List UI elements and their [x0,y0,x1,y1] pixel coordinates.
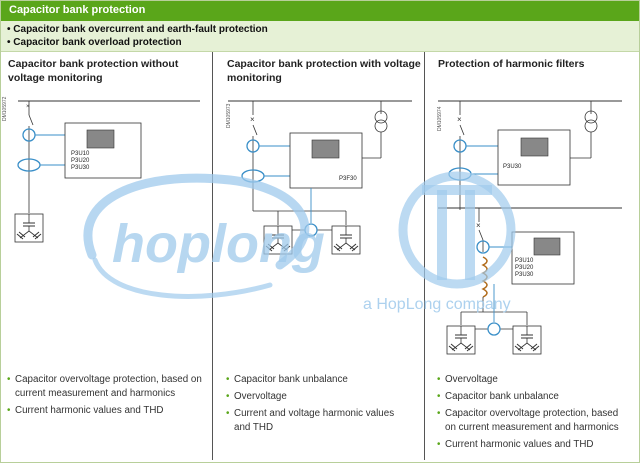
svg-text:×: × [26,104,30,110]
relay-label-2: P3F30 [339,176,357,182]
list-item: •Current and voltage harmonic values [226,408,395,419]
relay-label: P3U30 [71,165,90,171]
list-item: on current measurement and harmonics [445,422,619,433]
title-bar: Capacitor bank protection [1,1,639,21]
relay-label: P3U30 [515,272,534,278]
subheader: • Capacitor bank overcurrent and earth-f… [1,21,639,52]
diagram-2: × [228,100,412,255]
list-item: •Overvoltage [437,374,498,385]
column-2-heading-line2: monitoring [227,72,282,84]
list-item: •Current harmonic values and THD [7,405,164,416]
column-1-heading-line1: Capacitor bank protection without [8,58,179,70]
diagram-3: × × [438,100,622,355]
list-item: •Capacitor overvoltage protection, based [437,408,619,419]
relay-label: P3U20 [515,265,534,271]
relay-label: P3U20 [71,158,90,164]
list-item: and THD [234,422,274,433]
svg-text:×: × [250,115,255,124]
column-1-heading-line2: voltage monitoring [8,72,103,84]
subheader-bullet-2: • Capacitor bank overload protection [7,37,182,48]
list-item: •Current harmonic values and THD [437,439,594,450]
svg-text:×: × [476,221,481,230]
drawing-code-2: DM105973 [226,103,232,128]
relay-label-3-top: P3U30 [503,164,522,170]
diagram-1: × [14,100,200,243]
column-3-heading: Protection of harmonic filters [438,57,633,71]
relay-labels-3-bottom: P3U10 P3U20 P3U30 [515,258,533,279]
reactor-coil-icon [481,256,488,298]
drawing-code-3: DM105974 [437,106,443,131]
list-item: •Capacitor bank unbalance [226,374,348,385]
subheader-bullet-1: • Capacitor bank overcurrent and earth-f… [7,24,268,35]
page-title: Capacitor bank protection [9,4,146,16]
relay-labels-1: P3U10 P3U20 P3U30 [71,151,89,172]
list-item: •Capacitor overvoltage protection, based… [7,374,202,385]
relay-label: P3U10 [515,258,534,264]
list-item: •Overvoltage [226,391,287,402]
column-2-heading: Capacitor bank protection with voltage m… [227,57,422,85]
relay-label: P3U10 [71,151,90,157]
drawing-code-1: DM105972 [2,96,8,121]
relay-box-icon [64,122,142,179]
svg-text:×: × [457,115,462,124]
unbalance-ct-icon [487,322,501,336]
list-item: •Capacitor bank unbalance [437,391,559,402]
column-1-heading: Capacitor bank protection without voltag… [8,57,208,85]
watermark-tagline: a HopLong company [363,296,511,313]
list-item: current measurement and harmonics [15,388,176,399]
column-2-heading-line1: Capacitor bank protection with voltage [227,58,421,70]
column-3-heading-line1: Protection of harmonic filters [438,58,585,70]
unbalance-ct-icon [304,223,318,237]
